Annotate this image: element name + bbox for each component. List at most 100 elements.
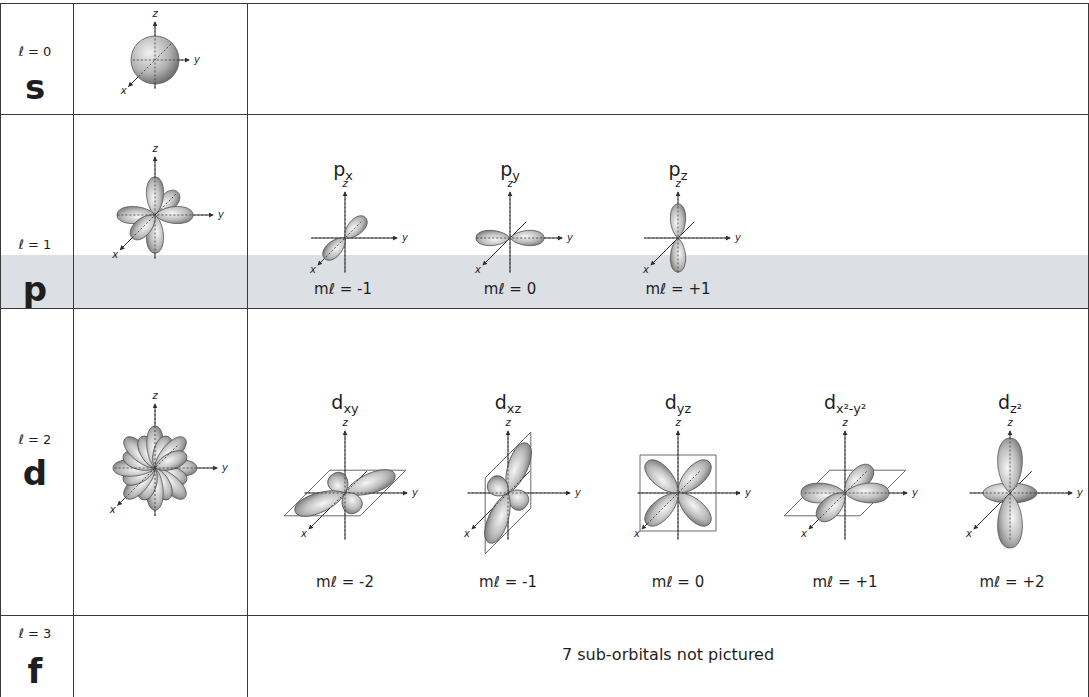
axis-dotted — [305, 493, 407, 494]
table-line — [247, 3, 248, 697]
axis-label: y — [222, 463, 228, 474]
axis-dotted — [318, 222, 361, 265]
axis-dotted — [117, 215, 213, 216]
axis-label: z — [507, 179, 512, 190]
axis-label: y — [218, 210, 224, 221]
orbital-figure — [113, 404, 217, 516]
axis-dotted — [510, 192, 511, 273]
table-line — [73, 3, 74, 697]
axis-label: y — [412, 488, 418, 499]
orbital-subscript: xz — [507, 402, 521, 416]
orbital-lobe — [510, 230, 544, 245]
orbital-name: p — [333, 160, 345, 180]
axis-dotted — [644, 238, 730, 239]
axis-dotted — [638, 493, 740, 494]
axis-label: z — [675, 179, 680, 190]
orbital-subscript: xy — [343, 402, 358, 416]
quantum-number: mℓ = -1 — [479, 575, 537, 591]
axis-dotted — [651, 222, 694, 265]
axis-label: x — [966, 529, 972, 540]
orbital-figure — [644, 192, 730, 273]
axis-line — [678, 192, 679, 273]
table-line — [0, 615, 1089, 616]
axis-line — [638, 493, 740, 494]
subshell-letter: d — [23, 456, 47, 492]
axis-label: y — [745, 488, 751, 499]
axis-dotted — [120, 194, 176, 250]
quantum-number: mℓ = 0 — [484, 282, 536, 298]
axis-dotted — [129, 44, 171, 86]
axis-label: z — [152, 9, 157, 20]
row-label: ℓ = 3 — [19, 627, 52, 641]
orbital-subscript: z — [681, 169, 688, 183]
orbital-name: d — [665, 393, 677, 413]
axis-label: z — [505, 418, 510, 429]
orbital-name: p — [669, 160, 681, 180]
orbital-subscript: x — [345, 169, 353, 183]
orbital-subscript: x²-y² — [836, 402, 866, 416]
orbital-subscript: z² — [1010, 402, 1022, 416]
orbital-figure — [476, 192, 562, 273]
quantum-number: mℓ = 0 — [652, 575, 704, 591]
axis-label: y — [402, 233, 408, 244]
axis-dotted — [472, 471, 530, 529]
axis-label: y — [575, 488, 581, 499]
table-line — [1088, 3, 1089, 697]
subshell-letter: f — [28, 654, 43, 690]
orbital-figure — [284, 431, 407, 540]
axis-label: y — [1077, 488, 1083, 499]
table-grid — [0, 3, 1089, 697]
orbital-subscript: yz — [677, 402, 691, 416]
axis-label: z — [152, 144, 157, 155]
axis-dotted — [508, 431, 509, 540]
axis-dotted — [483, 222, 526, 265]
note-text: 7 sub-orbitals not pictured — [562, 647, 774, 664]
axis-line — [155, 22, 156, 89]
axis-dotted — [118, 446, 178, 506]
quantum-number: mℓ = +1 — [812, 575, 877, 591]
orbital-name: p — [500, 160, 512, 180]
axis-label: x — [634, 529, 640, 540]
orbital-name: d — [824, 393, 836, 413]
axis-label: y — [194, 55, 200, 66]
orbital-name: d — [998, 393, 1010, 413]
axis-dotted — [678, 192, 679, 273]
orbital-figure — [784, 431, 907, 540]
axis-line — [678, 431, 679, 540]
subshell-letter: p — [23, 272, 47, 308]
axis-line — [155, 404, 156, 516]
axis-dotted — [155, 22, 156, 89]
axis-line — [133, 60, 189, 61]
axis-line — [345, 192, 346, 273]
axis-dotted — [1010, 431, 1011, 540]
orbital-lobe — [292, 484, 349, 521]
orbital-figure — [970, 431, 1072, 548]
axis-dotted — [809, 471, 867, 529]
axis-label: x — [310, 265, 316, 276]
axis-dotted — [678, 431, 679, 540]
axis-dotted — [309, 471, 367, 529]
row-label: ℓ = 2 — [19, 433, 52, 447]
axis-dotted — [115, 468, 217, 469]
axis-dotted — [155, 157, 156, 259]
orbital-figure — [468, 431, 570, 554]
axis-label: y — [567, 233, 573, 244]
axis-dotted — [345, 192, 346, 273]
orbital-figure — [129, 22, 189, 89]
axis-dotted — [642, 471, 700, 529]
orbital-subscript: y — [512, 169, 520, 183]
axis-line — [644, 238, 730, 239]
axis-label: y — [735, 233, 741, 244]
row-label: ℓ = 1 — [19, 238, 52, 252]
orbital-figure — [117, 157, 213, 259]
subshell-letter: s — [25, 70, 45, 106]
row-label: ℓ = 0 — [19, 45, 52, 59]
orbital-lobe — [480, 490, 517, 547]
quantum-number: mℓ = -1 — [314, 282, 372, 298]
quantum-number: mℓ = -2 — [316, 575, 374, 591]
axis-label: z — [842, 418, 847, 429]
axis-dotted — [845, 431, 846, 540]
